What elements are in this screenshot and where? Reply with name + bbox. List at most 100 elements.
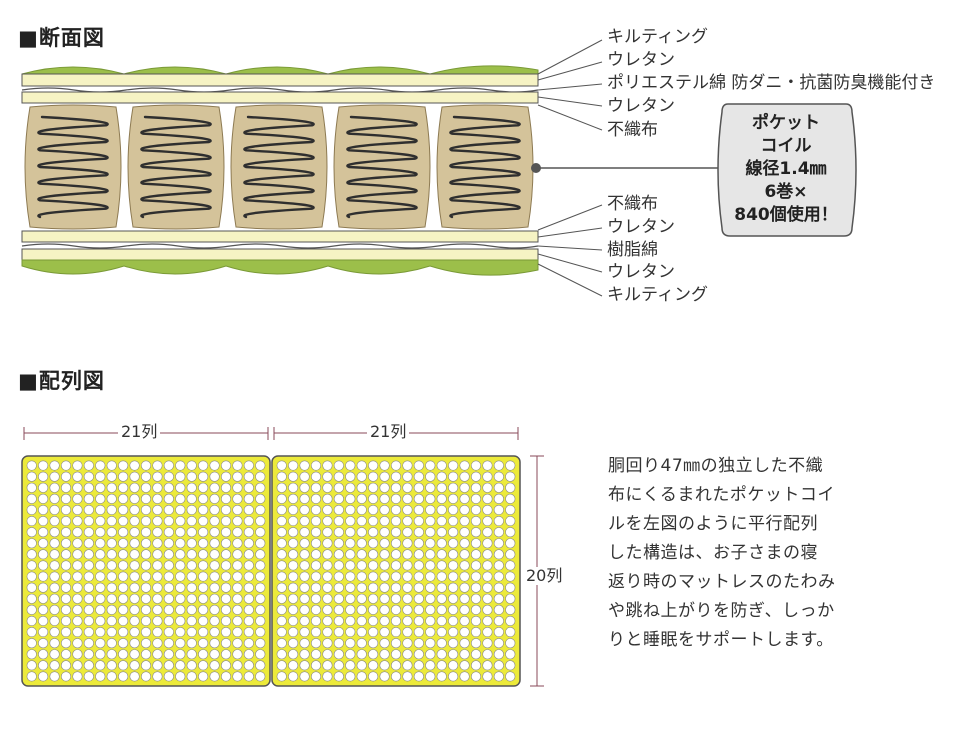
coil-cell — [140, 649, 152, 660]
coil-cell — [106, 571, 117, 582]
coil-cell — [379, 460, 390, 471]
coil-cell — [26, 538, 37, 549]
coil-cell — [448, 538, 459, 549]
coil-cell — [356, 493, 367, 504]
coil-cell — [379, 493, 390, 504]
coil-cell — [505, 660, 516, 671]
coil-cell — [232, 482, 243, 493]
coil-cell — [436, 493, 447, 504]
coil-cell — [482, 460, 493, 471]
coil-cell — [163, 582, 174, 593]
coil-cell — [310, 527, 322, 538]
coil-cell — [175, 649, 186, 660]
coil-cell — [299, 527, 310, 538]
coil-cell — [413, 615, 424, 627]
coil-cell — [129, 515, 140, 527]
coil-cell — [163, 493, 174, 504]
coil-cell — [163, 649, 174, 660]
coil-cell — [368, 493, 379, 504]
coil-cell — [198, 549, 209, 560]
bottom-quilting-layer — [21, 259, 539, 276]
coil-cell — [49, 504, 60, 516]
coil-cell — [493, 471, 504, 482]
coil-cell — [448, 493, 459, 504]
coil-cell — [390, 593, 402, 604]
coil-cell — [106, 638, 117, 649]
coil-cell — [72, 527, 83, 538]
coil-cell — [209, 615, 220, 627]
coil-cell — [49, 638, 60, 649]
coil-cell — [129, 482, 140, 493]
coil-cell — [322, 649, 333, 660]
coil-cell — [83, 593, 94, 604]
cross-section-title: ■断面図 — [18, 26, 105, 50]
coil-cell — [26, 549, 37, 560]
coil-cell — [72, 482, 83, 493]
coil-cell — [402, 560, 413, 571]
coil-cell — [299, 493, 310, 504]
coil-cell — [26, 582, 37, 593]
coil-cell — [72, 593, 83, 604]
coil-cell — [390, 671, 402, 682]
coil-cell — [276, 615, 287, 627]
coil-cell — [322, 593, 333, 604]
coil-layout-grid — [21, 455, 521, 687]
coil-cell — [470, 593, 482, 604]
coil-cell — [470, 471, 482, 482]
coil-cell — [60, 493, 72, 504]
coil-cell — [482, 493, 493, 504]
coil-cell — [118, 626, 129, 638]
coil-cell — [26, 560, 37, 571]
coil-cell — [322, 460, 333, 471]
coil-cell — [60, 604, 72, 615]
coil-cell — [288, 538, 299, 549]
coil-cell — [220, 527, 232, 538]
coil-cell — [209, 582, 220, 593]
coil-cell — [368, 582, 379, 593]
top-urethane-layer-2 — [21, 91, 539, 104]
coil-cell — [288, 471, 299, 482]
coil-cell — [459, 582, 470, 593]
coil-cell — [26, 626, 37, 638]
coil-cell — [198, 560, 209, 571]
coil-cell — [83, 504, 94, 516]
coil-cell — [333, 471, 344, 482]
pocket-coil — [127, 104, 225, 230]
coil-cell — [299, 671, 310, 682]
coil-cell — [402, 460, 413, 471]
coil-cell — [310, 538, 322, 549]
coil-cell — [106, 527, 117, 538]
coil-cell — [345, 671, 356, 682]
coil-cell — [368, 593, 379, 604]
label-top-urethane: ウレタン — [607, 50, 675, 70]
coil-cell — [345, 604, 356, 615]
coil-cell — [436, 504, 447, 516]
coil-cell — [425, 649, 436, 660]
coil-cell — [322, 638, 333, 649]
coil-cell — [413, 527, 424, 538]
coil-spring — [140, 115, 212, 219]
coil-cell — [390, 504, 402, 516]
coil-cell — [322, 615, 333, 627]
coil-cell — [413, 560, 424, 571]
coil-cell — [310, 671, 322, 682]
coil-cell — [288, 493, 299, 504]
coil-cell — [129, 604, 140, 615]
coil-cell — [175, 593, 186, 604]
coil-cell — [175, 549, 186, 560]
coil-cell — [83, 515, 94, 527]
coil-cell — [83, 493, 94, 504]
coil-cell — [49, 582, 60, 593]
coil-cell — [356, 460, 367, 471]
coil-cell — [379, 649, 390, 660]
coil-cell — [209, 671, 220, 682]
description-line: した構造は、お子さまの寝 — [608, 543, 818, 563]
top-urethane-layer — [21, 73, 539, 87]
coil-cell — [299, 538, 310, 549]
coil-cell — [140, 527, 152, 538]
coil-cell — [243, 515, 254, 527]
coil-cell — [390, 660, 402, 671]
coil-cell — [140, 515, 152, 527]
coil-cell — [276, 649, 287, 660]
coil-cell — [402, 527, 413, 538]
